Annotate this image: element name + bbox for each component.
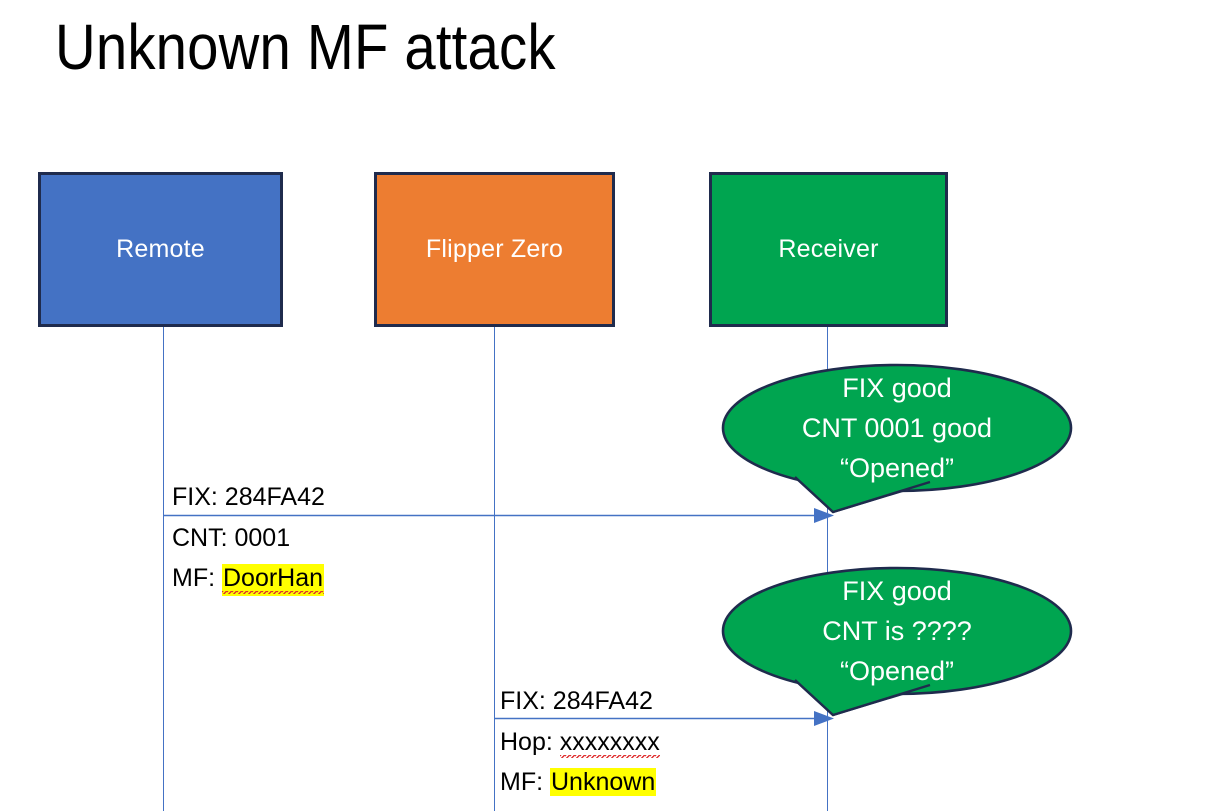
- msg1-fix-value: 284FA42: [224, 483, 325, 511]
- bubble2-line1: FIX good: [842, 576, 952, 606]
- lifeline-flipper: [494, 327, 495, 811]
- msg2-line-hop: Hop: xxxxxxxx: [500, 722, 660, 762]
- lifeline-remote: [163, 327, 164, 811]
- actor-label-receiver: Receiver: [778, 235, 879, 263]
- bubble2-line2: CNT is ????: [822, 616, 972, 646]
- msg1-mf-prefix: MF:: [172, 564, 222, 592]
- msg1-line-fix: FIX: 284FA42: [172, 477, 325, 517]
- msg2-hop-value: xxxxxxxx: [559, 728, 660, 760]
- bubble1-line1: FIX good: [842, 373, 952, 403]
- page-title: Unknown MF attack: [55, 11, 556, 83]
- speech-bubble-first-response-text: FIX good CNT 0001 good “Opened”: [723, 368, 1071, 488]
- msg2-hop-prefix: Hop:: [500, 728, 560, 756]
- msg1-line-mf: MF: DoorHan: [172, 558, 325, 598]
- bubble1-line2: CNT 0001 good: [801, 413, 993, 443]
- bubble1-line3: “Opened”: [839, 453, 955, 483]
- msg2-mf-prefix: MF:: [500, 768, 550, 796]
- actor-label-flipper: Flipper Zero: [425, 235, 564, 263]
- actor-box-receiver[interactable]: Receiver: [709, 172, 948, 327]
- msg2-fix-value: 284FA42: [552, 687, 653, 715]
- msg1-mf-value: DoorHan: [222, 564, 325, 596]
- msg1-cnt-value: 0001: [234, 524, 291, 552]
- bubble2-line3: “Opened”: [839, 656, 955, 686]
- msg2-line-fix: FIX: 284FA42: [500, 681, 653, 721]
- speech-bubble-second-response-text: FIX good CNT is ???? “Opened”: [723, 571, 1071, 691]
- msg2-fix-prefix: FIX:: [500, 687, 553, 715]
- msg1-fix-prefix: FIX:: [172, 483, 225, 511]
- actor-box-remote[interactable]: Remote: [38, 172, 283, 327]
- msg1-cnt-prefix: CNT:: [172, 524, 235, 552]
- actor-box-flipper[interactable]: Flipper Zero: [374, 172, 615, 327]
- msg2-line-mf: MF: Unknown: [500, 762, 657, 802]
- actor-label-remote: Remote: [116, 235, 205, 263]
- msg1-line-cnt: CNT: 0001: [172, 518, 290, 558]
- msg2-mf-value: Unknown: [550, 768, 657, 796]
